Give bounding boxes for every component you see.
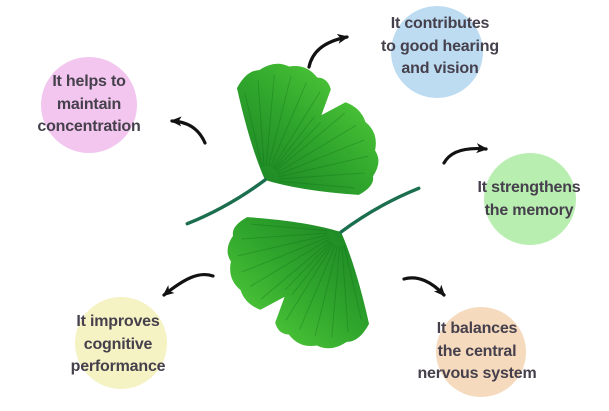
benefit-line: nervous system [417, 365, 537, 382]
benefit-circle-memory [484, 153, 576, 245]
arrows [162, 33, 488, 297]
benefit-line: concentration [37, 118, 141, 135]
benefit-line: to good hearing [381, 37, 499, 55]
arrow-to-cognitive [162, 273, 215, 297]
benefit-circle-cognitive [75, 297, 167, 389]
benefit-line: cognitive [83, 335, 153, 353]
benefit-circle-concentration [41, 57, 137, 153]
arrow-to-nervous [402, 276, 446, 297]
benefit-line: It strengthens [477, 179, 581, 196]
benefit-line: the central [437, 342, 517, 360]
benefit-line: the memory [484, 201, 574, 219]
benefit-line: It helps to [52, 73, 126, 90]
benefit-label-memory: It strengthens the memory [441, 177, 609, 222]
benefit-line: It balances [436, 320, 518, 337]
benefit-line: performance [70, 358, 166, 375]
arrow-to-memory [442, 143, 488, 165]
benefit-circle-hearing [391, 6, 483, 98]
benefit-label-concentration: It helps to maintain concentration [1, 71, 177, 139]
benefit-label-cognitive: It improves cognitive performance [30, 311, 206, 379]
benefit-label-nervous: It balances the central nervous system [389, 318, 565, 386]
benefit-circle-nervous [436, 307, 526, 397]
benefit-line: and vision [401, 60, 479, 77]
benefit-line: It improves [76, 313, 160, 330]
arrow-to-concentration [170, 116, 207, 145]
benefit-label-hearing: It contributes to good hearing and visio… [352, 13, 528, 81]
benefit-line: maintain [56, 95, 122, 113]
benefit-line: It contributes [390, 15, 490, 32]
arrow-to-hearing [307, 33, 349, 69]
